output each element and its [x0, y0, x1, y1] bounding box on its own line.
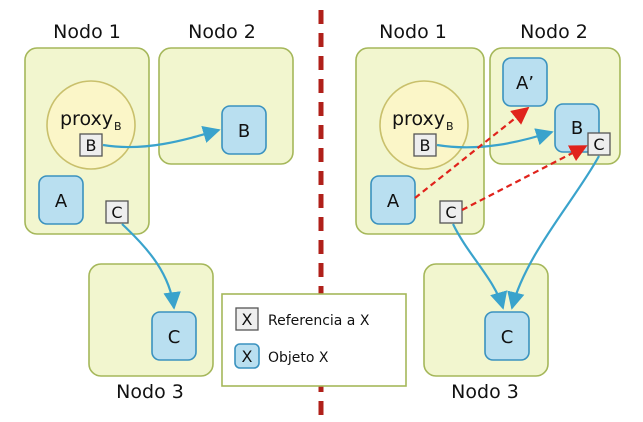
legend-obj-text: Objeto X — [268, 350, 329, 366]
left-node3-label: Nodo 3 — [116, 381, 184, 403]
legend-ref-symbol: X — [242, 310, 253, 329]
right-object-c — [484, 311, 530, 361]
right-object-a-label: A — [387, 191, 400, 212]
right-object-a-prime — [502, 57, 548, 107]
right-proxy-ref-box — [413, 133, 437, 157]
right-ref-c-to-c-at-b-arrow — [461, 145, 588, 211]
left-object-a — [38, 175, 84, 225]
left-object-c — [151, 311, 197, 361]
left-node1-label: Nodo 1 — [53, 21, 121, 43]
right-proxy-ref-label: B — [420, 136, 431, 155]
left-object-a-label: A — [55, 191, 68, 212]
right-ref-c-to-c-arrow — [452, 223, 508, 310]
right-node3-label: Nodo 3 — [451, 381, 519, 403]
left-ref-c-box — [105, 200, 129, 224]
left-proxy-subscript: B — [114, 120, 122, 133]
legend-obj-symbol-box — [234, 343, 260, 369]
right-object-b-label: B — [571, 118, 583, 139]
left-proxy-to-b-arrow — [102, 126, 221, 149]
right-node1-label: Nodo 1 — [379, 21, 447, 43]
left-ref-c-label: C — [111, 203, 122, 222]
right-b-ref-c-to-c-arrow — [507, 155, 600, 310]
right-ref-c-at-b-box — [587, 132, 611, 156]
legend-ref-text: Referencia a X — [268, 313, 370, 329]
left-node2-label: Nodo 2 — [188, 21, 256, 43]
left-proxy-ref-box — [79, 133, 103, 157]
left-proxy-ref-label: B — [86, 136, 97, 155]
right-ref-c-box — [439, 200, 463, 224]
left-object-c-label: C — [168, 327, 181, 348]
right-proxy-label: proxy — [392, 108, 445, 130]
right-ref-c-label: C — [445, 203, 456, 222]
legend-ref-symbol-box — [235, 307, 259, 331]
right-proxy-to-b-arrow — [436, 128, 554, 149]
right-ref-c-at-b-label: C — [593, 135, 604, 154]
left-ref-c-to-c-arrow — [121, 223, 181, 310]
right-a-to-a-prime-arrow — [414, 106, 530, 199]
right-node2-label: Nodo 2 — [520, 21, 588, 43]
left-object-b-label: B — [238, 121, 250, 142]
right-object-c-label: C — [501, 327, 514, 348]
right-object-a-prime-label: A’ — [516, 73, 534, 94]
left-object-b — [221, 105, 267, 155]
left-proxy-label: proxy — [60, 108, 113, 130]
right-proxy-subscript: B — [446, 120, 454, 133]
legend-obj-symbol: X — [242, 347, 253, 366]
right-object-a — [370, 175, 416, 225]
